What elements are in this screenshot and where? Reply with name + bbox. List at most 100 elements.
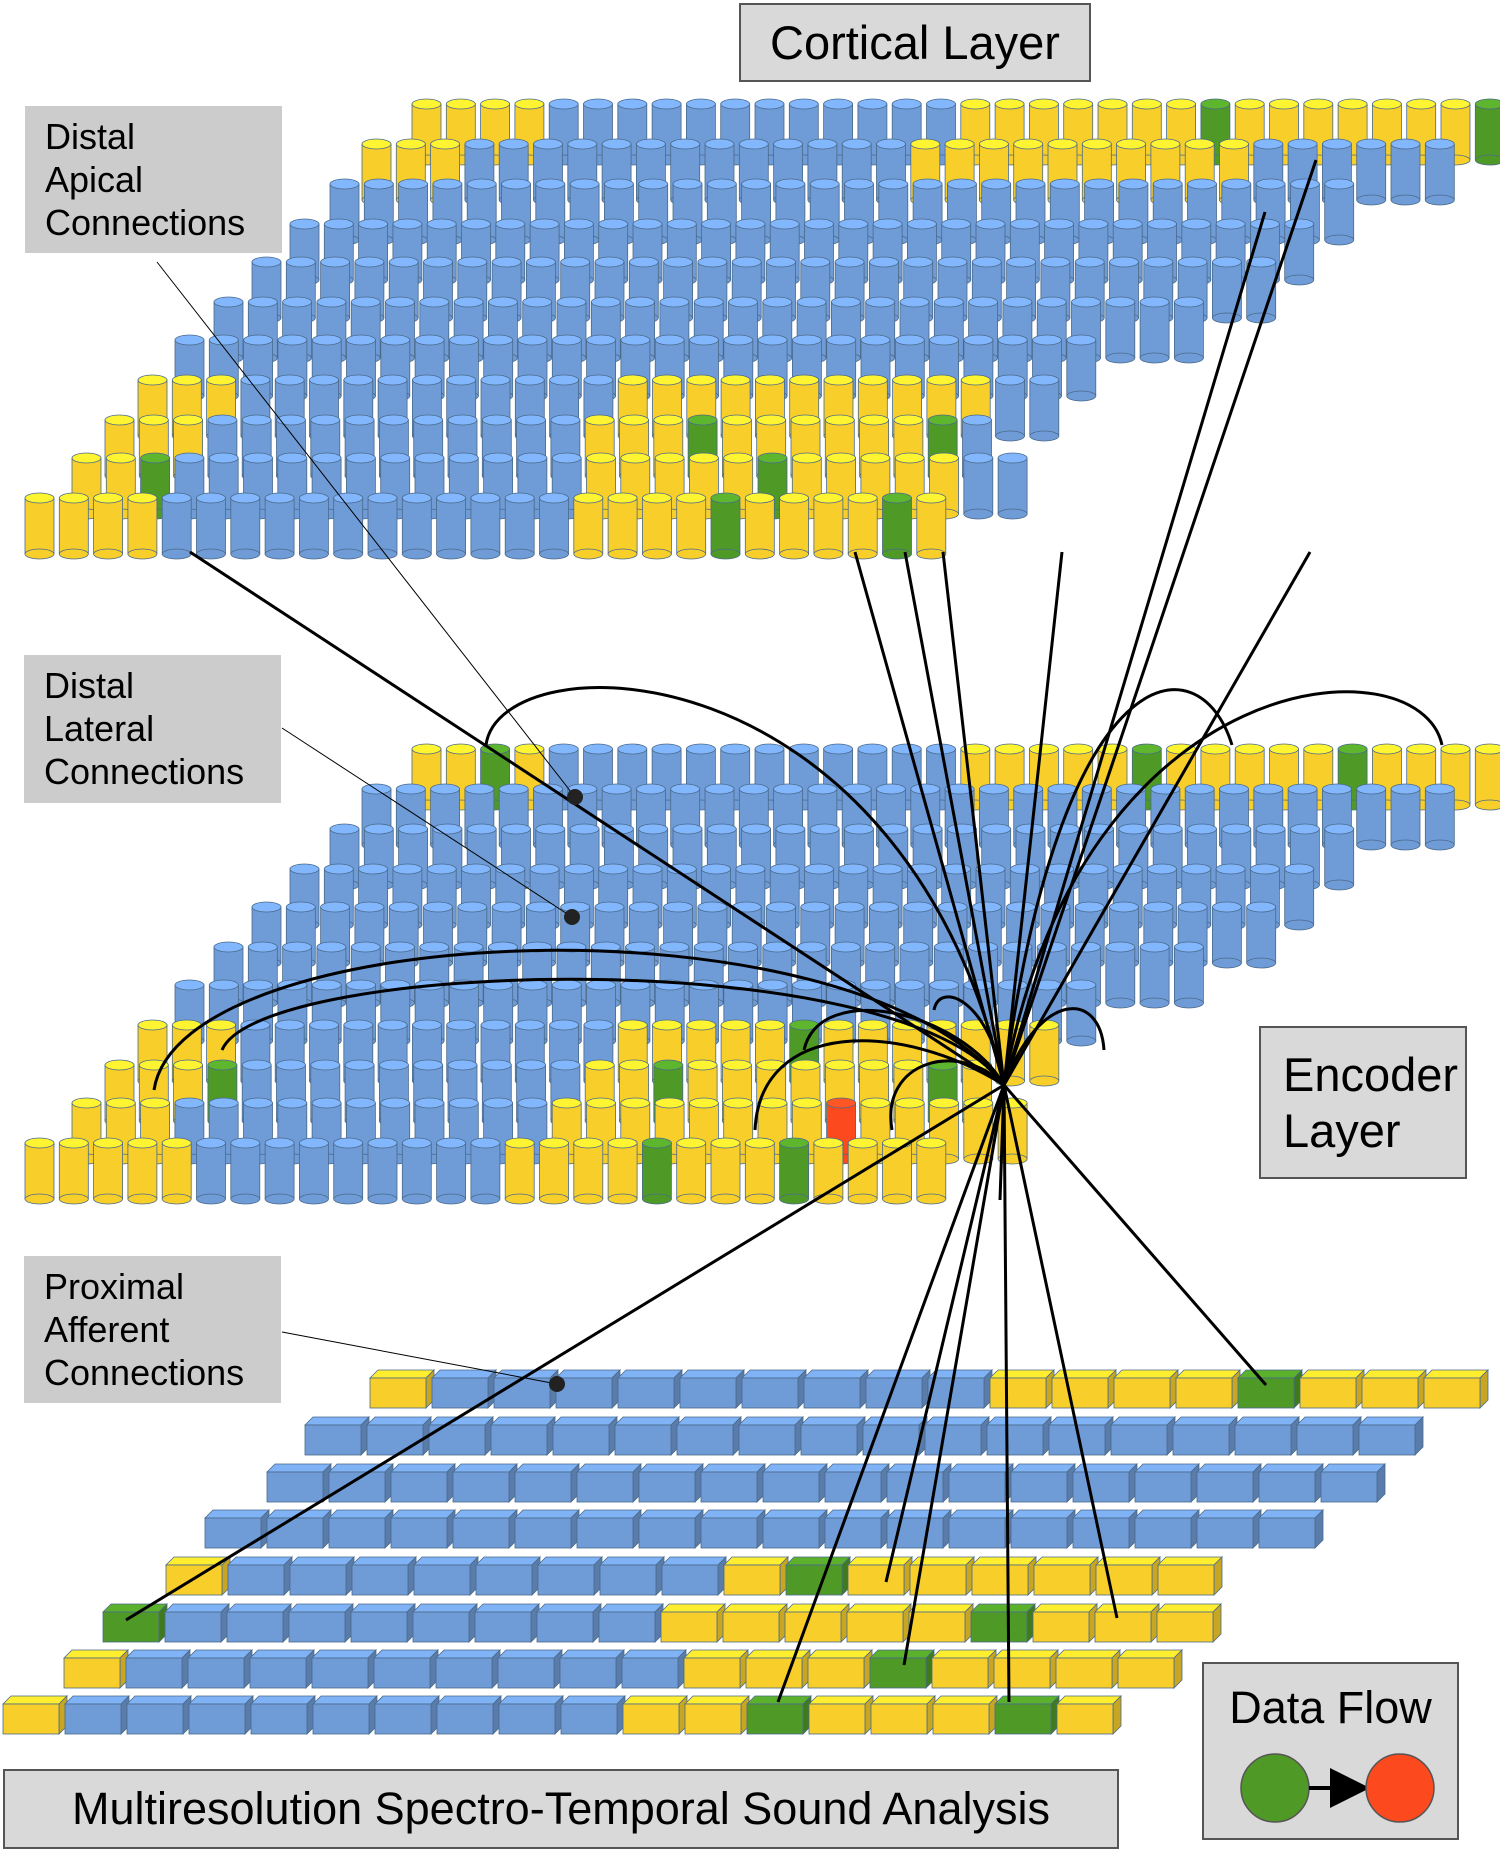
input-cell — [808, 1695, 874, 1735]
connection-lines — [125, 159, 1444, 1703]
sound-analysis-title: Multiresolution Spectro-Temporal Sound A… — [3, 1769, 1119, 1849]
pointer-dot — [564, 909, 580, 925]
lateral-label-line-3: Connections — [44, 751, 245, 792]
column-cylinder — [196, 1137, 226, 1205]
input-cell — [1296, 1416, 1362, 1456]
column-cylinder — [847, 492, 878, 560]
input-cell — [350, 1603, 416, 1643]
column-cylinder — [997, 452, 1028, 520]
input-cell — [559, 1649, 625, 1689]
input-cell — [1113, 1369, 1179, 1409]
input-cell — [886, 1463, 952, 1503]
input-cell — [374, 1695, 440, 1735]
input-cell — [679, 1369, 745, 1409]
column-cylinder — [1212, 901, 1242, 969]
input-cell — [683, 1649, 749, 1689]
input-cell — [948, 1509, 1014, 1549]
input-cell — [552, 1416, 618, 1456]
column-cylinder — [916, 1137, 947, 1205]
pointer-dot — [567, 789, 583, 805]
column-cylinder — [676, 1137, 707, 1205]
connection-line — [776, 1084, 1006, 1703]
input-cell — [560, 1695, 626, 1735]
input-cell — [994, 1695, 1060, 1735]
input-cell — [846, 1603, 912, 1643]
input-cell — [741, 1369, 807, 1409]
column-cylinder — [744, 492, 775, 560]
column-cylinder — [298, 1137, 329, 1205]
input-cell — [1010, 1509, 1076, 1549]
input-cell — [746, 1695, 812, 1735]
input-cell — [1320, 1463, 1386, 1503]
input-cell — [537, 1556, 603, 1596]
input-cell — [351, 1556, 417, 1596]
input-cell — [684, 1695, 750, 1735]
column-cylinder — [127, 492, 158, 560]
input-cell — [1048, 1416, 1114, 1456]
input-cell — [614, 1416, 680, 1456]
input-cell — [164, 1603, 230, 1643]
column-cylinder — [710, 1137, 741, 1205]
input-cell — [722, 1603, 788, 1643]
input-cell — [700, 1463, 766, 1503]
input-cell — [869, 1649, 935, 1689]
column-cylinder — [1390, 783, 1421, 851]
column-cylinder — [995, 374, 1025, 442]
input-cell — [304, 1416, 370, 1456]
input-cell — [800, 1416, 866, 1456]
input-cell — [700, 1509, 766, 1549]
input-cell — [366, 1416, 432, 1456]
input-cell — [497, 1649, 563, 1689]
column-cylinder — [642, 492, 672, 560]
column-cylinder — [1139, 941, 1170, 1009]
connection-curve — [1002, 1007, 1106, 1086]
column-cylinder — [24, 492, 55, 560]
column-cylinder — [813, 1137, 844, 1205]
input-cell — [102, 1603, 168, 1643]
input-cell — [1094, 1603, 1160, 1643]
input-cell — [1032, 1603, 1098, 1643]
input-cell — [927, 1369, 993, 1409]
column-cylinder — [1174, 941, 1204, 1009]
column-cylinder — [24, 1137, 55, 1205]
proximal-label-line-1: Proximal — [44, 1266, 185, 1307]
column-cylinder — [401, 492, 432, 560]
column-cylinder — [1174, 296, 1204, 364]
input-cell — [847, 1556, 913, 1596]
apical-connections-label: Distal Apical Connections — [25, 106, 282, 253]
input-cell — [412, 1603, 478, 1643]
input-cell — [369, 1369, 435, 1409]
input-cell — [661, 1556, 727, 1596]
input-cell — [413, 1556, 479, 1596]
input-cell — [970, 1603, 1036, 1643]
column-cylinder — [401, 1137, 432, 1205]
input-cell — [250, 1695, 316, 1735]
input-cell — [1237, 1369, 1303, 1409]
input-cell — [1117, 1649, 1183, 1689]
encoder-title-line-1: Encoder — [1283, 1047, 1459, 1101]
input-cell — [490, 1416, 556, 1456]
input-cell — [428, 1416, 494, 1456]
input-cell — [576, 1509, 642, 1549]
column-cylinder — [1356, 138, 1387, 206]
input-cell — [824, 1509, 890, 1549]
column-cylinder — [230, 1137, 261, 1205]
input-cell — [1361, 1369, 1427, 1409]
input-cell — [762, 1463, 828, 1503]
column-cylinder — [1284, 218, 1315, 286]
sound-analysis-grid — [2, 1369, 1489, 1735]
connection-curve — [1002, 690, 1444, 1086]
input-cell — [738, 1416, 804, 1456]
input-cell — [1299, 1369, 1365, 1409]
data-flow-legend: Data Flow — [1202, 1662, 1459, 1840]
connection-line — [1002, 211, 1267, 1086]
column-cylinder — [1356, 783, 1387, 851]
column-cylinder — [573, 1137, 604, 1205]
column-cylinder — [1424, 138, 1455, 206]
input-cell — [1157, 1556, 1223, 1596]
connection-line — [998, 1084, 1006, 1201]
input-cell — [328, 1463, 394, 1503]
input-cell — [188, 1695, 254, 1735]
column-cylinder — [58, 1137, 89, 1205]
input-cell — [993, 1649, 1059, 1689]
